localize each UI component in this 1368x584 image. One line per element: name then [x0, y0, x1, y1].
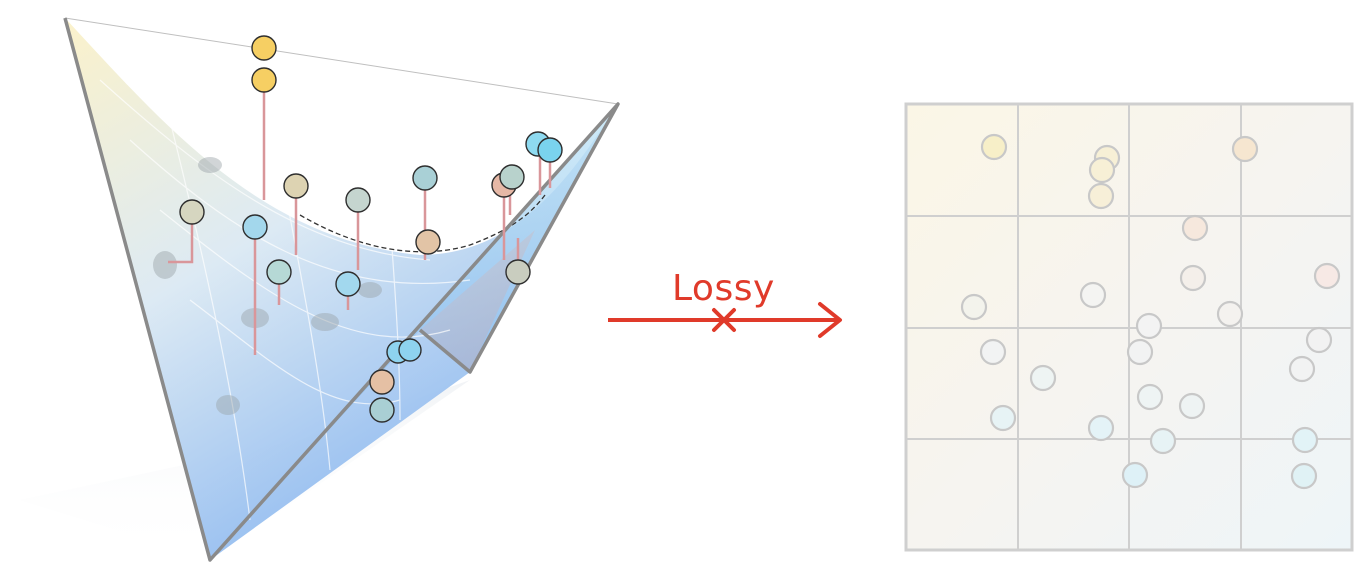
point-blue: [398, 338, 422, 362]
grid-point: [1313, 262, 1341, 290]
point-beige: [283, 173, 309, 199]
grid-point: [1087, 182, 1115, 210]
grid-point: [1079, 281, 1107, 309]
grid-point: [1135, 312, 1163, 340]
grid-point: [960, 293, 988, 321]
point-teal: [412, 165, 438, 191]
surface-edges: [63, 17, 620, 562]
grid-point: [1087, 414, 1115, 442]
point-salmon: [369, 369, 395, 395]
point-blue: [537, 137, 563, 163]
point-blue: [335, 271, 361, 297]
point-teal: [266, 259, 292, 285]
grid-point: [1231, 135, 1259, 163]
grid-point: [1121, 461, 1149, 489]
saddle-surface: [20, 17, 620, 562]
point-teal: [369, 397, 395, 423]
point-gray: [505, 259, 531, 285]
grid-point: [1181, 214, 1209, 242]
x-mark-icon: [712, 308, 736, 332]
grid-point: [1291, 426, 1319, 454]
grid-point: [1288, 355, 1316, 383]
point-teal: [345, 187, 371, 213]
point-yellow: [251, 67, 277, 93]
point-salmon: [415, 229, 441, 255]
flattened-grid: [904, 102, 1354, 552]
grid-point: [1179, 264, 1207, 292]
grid-point: [1216, 300, 1244, 328]
point-blue: [242, 214, 268, 240]
grid-point: [1126, 338, 1154, 366]
surface-frame: [64, 17, 619, 105]
grid-point: [1305, 326, 1333, 354]
grid-point: [1178, 392, 1206, 420]
grid-point: [989, 404, 1017, 432]
grid-point: [1088, 156, 1116, 184]
grid-point: [980, 133, 1008, 161]
grid-point: [1136, 383, 1164, 411]
point-teal: [499, 164, 525, 190]
grid-point: [979, 338, 1007, 366]
point-yellow: [251, 35, 277, 61]
saddle-crease: [299, 194, 546, 253]
point-beige: [179, 199, 205, 225]
grid-point: [1149, 427, 1177, 455]
lossy-label: Lossy: [672, 268, 775, 309]
grid-point: [1290, 462, 1318, 490]
grid-point: [1029, 364, 1057, 392]
